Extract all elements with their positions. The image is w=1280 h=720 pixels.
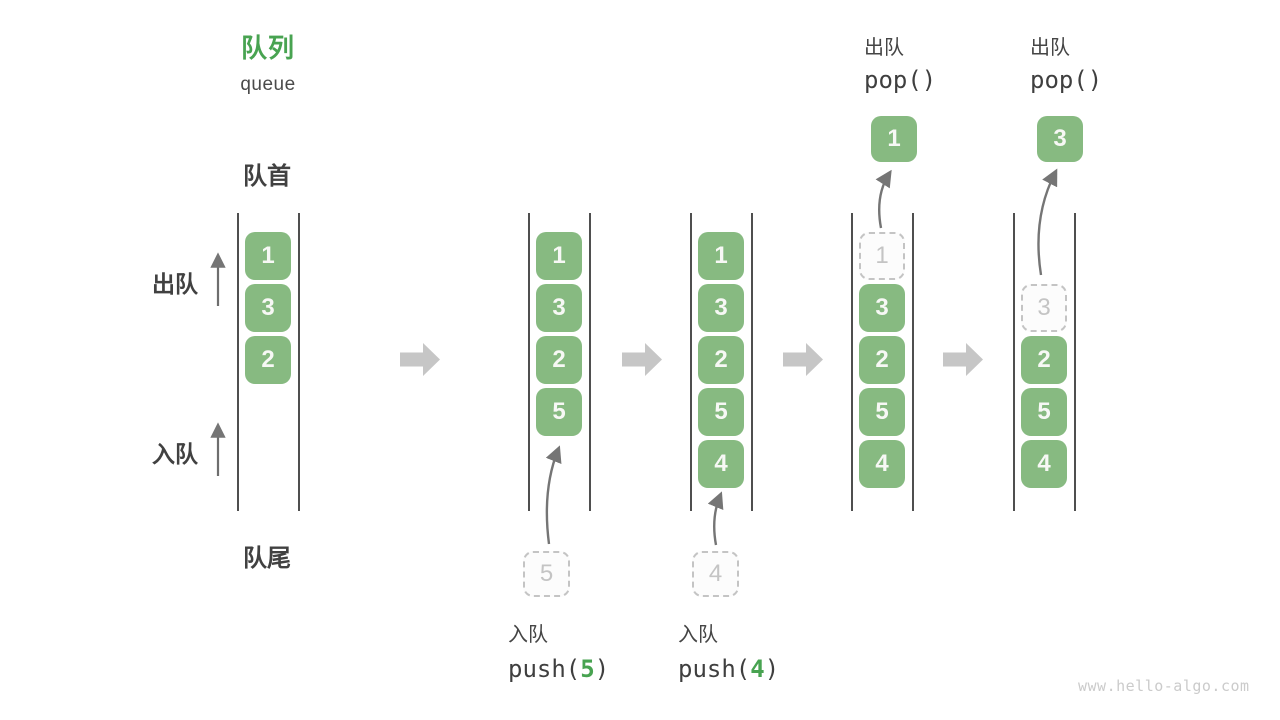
pop1-operation-label: 出队 pop() xyxy=(864,31,936,94)
queue-cell: 4 xyxy=(859,440,905,488)
queue-channel xyxy=(237,213,300,511)
push4-zh-label: 入队 xyxy=(678,624,718,646)
ghost-cell: 3 xyxy=(1021,284,1067,332)
label-queue-rear: 队尾 xyxy=(243,545,291,572)
staged-cell: 4 xyxy=(692,551,739,597)
push4-operation-label: 入队 push(4) xyxy=(678,618,779,683)
queue-cell: 3 xyxy=(245,284,291,332)
queue-cell: 1 xyxy=(245,232,291,280)
queue-cell: 3 xyxy=(698,284,744,332)
push4-code-label: push(4) xyxy=(678,655,780,683)
label-dequeue: 出队 xyxy=(152,271,198,297)
queue-cell: 1 xyxy=(698,232,744,280)
pop1-zh-label: 出队 xyxy=(864,37,904,59)
stage-transition-arrow xyxy=(943,343,983,376)
queue-cell: 1 xyxy=(536,232,582,280)
queue-cell: 2 xyxy=(536,336,582,384)
queue-cell: 4 xyxy=(1021,440,1067,488)
queue-cell: 3 xyxy=(859,284,905,332)
queue-cell: 5 xyxy=(859,388,905,436)
label-queue-front: 队首 xyxy=(243,163,291,190)
queue-cell: 5 xyxy=(536,388,582,436)
staged-cell: 5 xyxy=(523,551,570,597)
diagram-title: 队列 xyxy=(240,33,295,63)
diagram-subtitle: queue xyxy=(240,74,296,95)
queue-cell: 2 xyxy=(245,336,291,384)
queue-channel xyxy=(690,213,753,511)
watermark: www.hello-algo.com xyxy=(1078,677,1250,695)
title-block: 队列 queue xyxy=(205,28,331,96)
queue-cell: 2 xyxy=(859,336,905,384)
queue-cell: 2 xyxy=(698,336,744,384)
push4-arg: 4 xyxy=(750,655,765,683)
queue-cell: 4 xyxy=(698,440,744,488)
stage-transition-arrow xyxy=(400,343,440,376)
queue-cell: 2 xyxy=(1021,336,1067,384)
pop3-code-label: pop() xyxy=(1030,66,1103,94)
label-enqueue: 入队 xyxy=(152,441,198,467)
pop3-operation-label: 出队 pop() xyxy=(1030,31,1102,94)
queue-channel xyxy=(851,213,914,511)
pop3-zh-label: 出队 xyxy=(1030,37,1070,59)
ghost-cell: 1 xyxy=(859,232,905,280)
popped-cell: 1 xyxy=(871,116,917,162)
push5-code-label: push(5) xyxy=(508,655,610,683)
stage-transition-arrow xyxy=(783,343,823,376)
stage-transition-arrow xyxy=(622,343,662,376)
push5-operation-label: 入队 push(5) xyxy=(508,618,609,683)
queue-cell: 5 xyxy=(1021,388,1067,436)
push5-arg: 5 xyxy=(580,655,595,683)
queue-cell: 3 xyxy=(536,284,582,332)
pop1-code-label: pop() xyxy=(864,66,937,94)
popped-cell: 3 xyxy=(1037,116,1083,162)
queue-cell: 5 xyxy=(698,388,744,436)
queue-channel xyxy=(528,213,591,511)
push5-zh-label: 入队 xyxy=(508,624,548,646)
queue-channel xyxy=(1013,213,1076,511)
